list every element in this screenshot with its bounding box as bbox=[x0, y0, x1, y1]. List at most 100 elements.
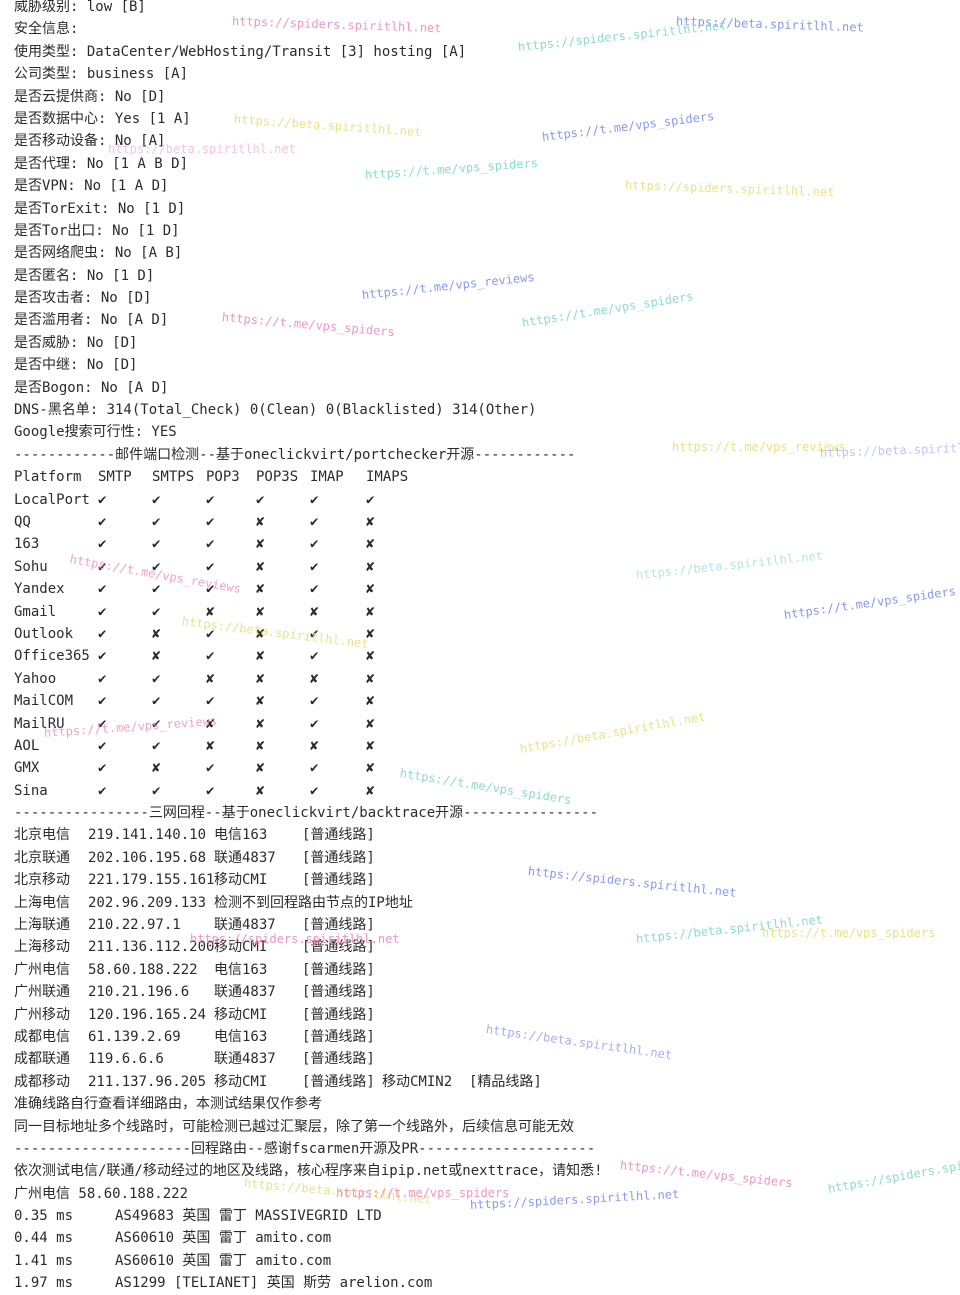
route-carrier: 电信163 bbox=[214, 961, 268, 978]
check-icon: ✔ bbox=[206, 782, 215, 799]
mail-table-row: 163✔✔✔✘✔✘ bbox=[14, 533, 954, 555]
mail-table-row: LocalPort✔✔✔✔✔✔ bbox=[14, 489, 954, 511]
route-ip: 202.106.195.68 bbox=[88, 849, 207, 866]
mail-table-row: Yahoo✔✔✘✘✘✘ bbox=[14, 668, 954, 690]
mail-column-header: Platform bbox=[14, 469, 82, 486]
route-ip: 221.179.155.161 bbox=[88, 872, 215, 889]
check-icon: ✔ bbox=[152, 536, 161, 553]
route-intro: 依次测试电信/联通/移动经过的地区及线路，核心程序来自ipip.net或next… bbox=[14, 1163, 603, 1180]
info-line: 安全信息: bbox=[14, 21, 79, 38]
route-line-type: [普通线路] bbox=[302, 1006, 375, 1023]
cross-icon: ✘ bbox=[256, 625, 265, 642]
mail-column-header: POP3S bbox=[256, 469, 299, 486]
cross-icon: ✘ bbox=[366, 760, 375, 777]
check-icon: ✔ bbox=[206, 648, 215, 665]
platform-name: LocalPort bbox=[14, 491, 90, 508]
route-carrier: 电信163 bbox=[214, 827, 268, 844]
cross-icon: ✘ bbox=[366, 693, 375, 710]
dns-blacklist-line: DNS-黑名单: 314(Total_Check) 0(Clean) 0(Bla… bbox=[14, 402, 537, 419]
cross-icon: ✘ bbox=[256, 693, 265, 710]
cross-icon: ✘ bbox=[256, 536, 265, 553]
route-ip: 211.136.112.200 bbox=[88, 939, 215, 956]
check-icon: ✔ bbox=[206, 760, 215, 777]
mail-section-title: ------------邮件端口检测--基于oneclickvirt/portc… bbox=[14, 446, 576, 463]
info-line: 是否移动设备: No [A] bbox=[14, 133, 166, 150]
check-icon: ✔ bbox=[310, 760, 319, 777]
check-icon: ✔ bbox=[310, 513, 319, 530]
check-icon: ✔ bbox=[310, 581, 319, 598]
cross-icon: ✘ bbox=[366, 648, 375, 665]
check-icon: ✔ bbox=[206, 625, 215, 642]
route-carrier: 移动CMI bbox=[214, 1073, 268, 1090]
cross-icon: ✘ bbox=[366, 581, 375, 598]
cross-icon: ✘ bbox=[366, 513, 375, 530]
info-line: 是否VPN: No [1 A D] bbox=[14, 178, 169, 195]
platform-name: QQ bbox=[14, 513, 31, 530]
route-line-type: [普通线路] bbox=[302, 917, 375, 934]
info-line: 是否中继: No [D] bbox=[14, 357, 138, 374]
info-line: 使用类型: DataCenter/WebHosting/Transit [3] … bbox=[14, 43, 467, 60]
backtrace-note: 准确线路自行查看详细路由，本测试结果仅作参考 bbox=[14, 1096, 322, 1113]
route-line-type: [普通线路] bbox=[302, 939, 375, 956]
route-line-type: [普通线路] bbox=[302, 827, 375, 844]
route-ip: 119.6.6.6 bbox=[88, 1051, 164, 1068]
route-ip: 202.96.209.133 bbox=[88, 894, 207, 911]
info-line: 是否云提供商: No [D] bbox=[14, 88, 166, 105]
route-target: 广州电信 58.60.188.222 bbox=[14, 1185, 189, 1202]
route-location: 上海移动 bbox=[14, 939, 70, 956]
check-icon: ✔ bbox=[152, 670, 161, 687]
mail-table-row: GMX✔✘✔✘✔✘ bbox=[14, 757, 954, 779]
platform-name: 163 bbox=[14, 536, 40, 553]
check-icon: ✔ bbox=[98, 558, 107, 575]
mail-table-row: MailCOM✔✔✔✘✔✘ bbox=[14, 690, 954, 712]
route-hop: 0.35 ms AS49683 英国 雷丁 MASSIVEGRID LTD bbox=[14, 1205, 954, 1227]
cross-icon: ✘ bbox=[152, 625, 161, 642]
terminal-output: 威胁级别: low [B] 安全信息: 使用类型: DataCenter/Web… bbox=[14, 0, 954, 1295]
check-icon: ✔ bbox=[98, 693, 107, 710]
route-line-type: [普通线路] bbox=[302, 872, 375, 889]
check-icon: ✔ bbox=[310, 558, 319, 575]
google-search-line: Google搜索可行性: YES bbox=[14, 424, 177, 441]
route-ip: 58.60.188.222 bbox=[88, 961, 198, 978]
cross-icon: ✘ bbox=[152, 648, 161, 665]
hop-latency: 0.35 ms bbox=[14, 1208, 74, 1225]
check-icon: ✔ bbox=[152, 603, 161, 620]
route-location: 广州移动 bbox=[14, 1006, 70, 1023]
cross-icon: ✘ bbox=[366, 536, 375, 553]
route-carrier: 移动CMI bbox=[214, 872, 268, 889]
cross-icon: ✘ bbox=[256, 513, 265, 530]
route-line-type: [普通线路] bbox=[302, 849, 375, 866]
cross-icon: ✘ bbox=[256, 603, 265, 620]
cross-icon: ✘ bbox=[310, 603, 319, 620]
check-icon: ✔ bbox=[98, 782, 107, 799]
info-line: 是否匿名: No [1 D] bbox=[14, 267, 155, 284]
platform-name: AOL bbox=[14, 737, 40, 754]
cross-icon: ✘ bbox=[206, 737, 215, 754]
info-line: 是否Tor出口: No [1 D] bbox=[14, 222, 180, 239]
mail-column-header: POP3 bbox=[206, 469, 240, 486]
route-ip: 211.137.96.205 bbox=[88, 1073, 207, 1090]
check-icon: ✔ bbox=[152, 715, 161, 732]
check-icon: ✔ bbox=[310, 693, 319, 710]
check-icon: ✔ bbox=[98, 715, 107, 732]
hop-info: AS49683 英国 雷丁 MASSIVEGRID LTD bbox=[115, 1208, 382, 1225]
info-line: 是否Bogon: No [A D] bbox=[14, 379, 169, 396]
platform-name: Outlook bbox=[14, 625, 74, 642]
check-icon: ✔ bbox=[98, 648, 107, 665]
platform-name: Sina bbox=[14, 782, 48, 799]
cross-icon: ✘ bbox=[206, 603, 215, 620]
mail-table-row: MailRU✔✔✘✘✔✘ bbox=[14, 713, 954, 735]
hop-info: AS60610 英国 雷丁 amito.com bbox=[115, 1252, 332, 1269]
info-line: 是否威胁: No [D] bbox=[14, 334, 138, 351]
check-icon: ✔ bbox=[98, 603, 107, 620]
